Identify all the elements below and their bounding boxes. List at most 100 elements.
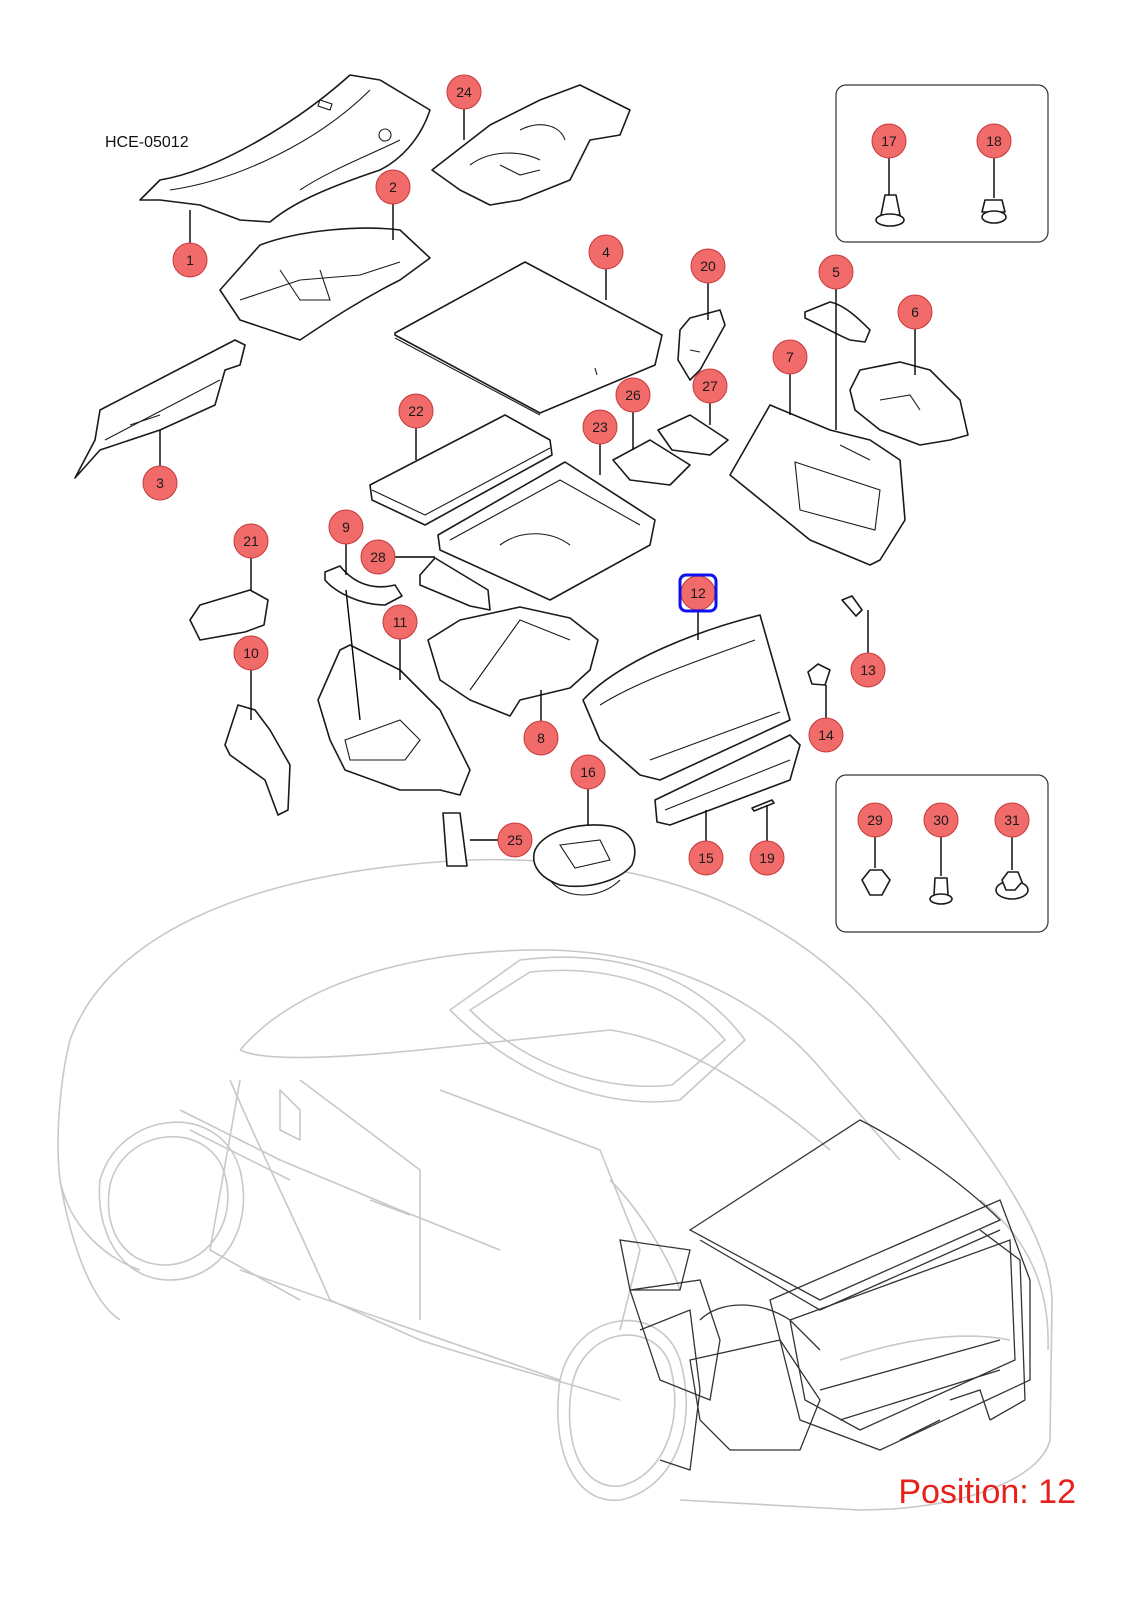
part-28-block — [419, 557, 491, 611]
position-label: Position: 12 — [898, 1473, 1076, 1511]
highlight-marker — [678, 573, 718, 613]
part-12-trunk-lid-trim — [582, 614, 791, 781]
svg-text:17: 17 — [881, 133, 897, 149]
callout-23[interactable]: 23 — [582, 409, 618, 445]
callout-30[interactable]: 30 — [923, 802, 959, 838]
part-23-tray — [437, 461, 656, 601]
part-21-bracket — [189, 589, 269, 641]
callout-25[interactable]: 25 — [497, 822, 533, 858]
svg-text:11: 11 — [393, 614, 408, 630]
fastener-17-icon — [875, 155, 905, 227]
part-13-clip — [841, 595, 863, 617]
part-5-trim-strip — [804, 301, 871, 343]
callout-2[interactable]: 2 — [375, 169, 411, 205]
part-8-mat — [427, 606, 599, 717]
callout-8[interactable]: 8 — [523, 720, 559, 756]
part-10-bracket — [224, 704, 291, 816]
part-16-spare-tire-tray — [533, 824, 636, 896]
diagram-code: HCE-05012 — [105, 134, 189, 151]
part-26-spacer — [612, 439, 691, 486]
svg-text:27: 27 — [702, 378, 718, 394]
svg-text:14: 14 — [818, 727, 834, 743]
svg-text:13: 13 — [860, 662, 876, 678]
callout-28[interactable]: 28 — [360, 539, 396, 575]
svg-text:25: 25 — [507, 832, 523, 848]
callout-19[interactable]: 19 — [749, 840, 785, 876]
fastener-18-icon — [981, 155, 1007, 224]
callout-6[interactable]: 6 — [897, 294, 933, 330]
callout-31[interactable]: 31 — [994, 802, 1030, 838]
svg-text:5: 5 — [832, 264, 840, 280]
svg-text:10: 10 — [243, 645, 259, 661]
svg-text:30: 30 — [933, 812, 949, 828]
svg-text:12: 12 — [690, 585, 706, 601]
callout-3[interactable]: 3 — [142, 465, 178, 501]
part-22-cover-board — [369, 414, 553, 526]
callout-14[interactable]: 14 — [808, 717, 844, 753]
svg-text:16: 16 — [580, 764, 596, 780]
part-27-spacer — [657, 414, 729, 456]
hardware-box-bottom — [835, 774, 1049, 933]
callout-26[interactable]: 26 — [615, 377, 651, 413]
callout-10[interactable]: 10 — [233, 635, 269, 671]
svg-text:26: 26 — [625, 387, 641, 403]
part-24-trim-board — [431, 84, 631, 206]
part-14-bumper — [807, 663, 831, 686]
callout-1[interactable]: 1 — [172, 242, 208, 278]
svg-text:9: 9 — [342, 519, 350, 535]
svg-text:18: 18 — [986, 133, 1002, 149]
callout-13[interactable]: 13 — [850, 652, 886, 688]
part-1-package-tray — [139, 74, 431, 223]
part-15-sill-trim — [654, 734, 801, 826]
callout-9[interactable]: 9 — [328, 509, 364, 545]
svg-text:2: 2 — [389, 179, 397, 195]
callout-11[interactable]: 11 — [382, 604, 418, 640]
callout-12[interactable]: 12 — [680, 575, 716, 611]
part-19-strip — [751, 799, 775, 812]
hardware-box-top — [835, 84, 1049, 243]
callout-16[interactable]: 16 — [570, 754, 606, 790]
callout-27[interactable]: 27 — [692, 368, 728, 404]
callout-21[interactable]: 21 — [233, 523, 269, 559]
svg-text:22: 22 — [408, 403, 424, 419]
svg-text:29: 29 — [867, 812, 883, 828]
svg-text:19: 19 — [759, 850, 775, 866]
callout-20[interactable]: 20 — [690, 248, 726, 284]
part-6-side-cover — [849, 361, 969, 446]
trunk-interior-detail — [619, 1119, 1031, 1471]
svg-text:24: 24 — [456, 84, 472, 100]
part-25-pad — [442, 812, 468, 867]
callout-5[interactable]: 5 — [818, 254, 854, 290]
svg-text:3: 3 — [156, 475, 164, 491]
part-20-bracket — [677, 309, 726, 381]
part-7-side-trim — [729, 404, 906, 566]
car-outline — [57, 858, 1053, 1511]
callout-18[interactable]: 18 — [976, 123, 1012, 159]
callout-22[interactable]: 22 — [398, 393, 434, 429]
svg-text:23: 23 — [592, 419, 608, 435]
callout-7[interactable]: 7 — [772, 339, 808, 375]
svg-text:4: 4 — [602, 244, 610, 260]
leader-lines — [159, 105, 916, 845]
fastener-31-icon — [995, 835, 1029, 900]
callouts: 1 2 3 4 5 6 7 8 9 10 11 12 13 14 15 16 1… — [142, 74, 1030, 876]
callout-17[interactable]: 17 — [871, 123, 907, 159]
fastener-30-icon — [929, 835, 953, 905]
svg-text:6: 6 — [911, 304, 919, 320]
svg-text:21: 21 — [243, 533, 259, 549]
callout-4[interactable]: 4 — [588, 234, 624, 270]
callout-24[interactable]: 24 — [446, 74, 482, 110]
svg-text:1: 1 — [186, 252, 194, 268]
svg-text:15: 15 — [698, 850, 714, 866]
callout-15[interactable]: 15 — [688, 840, 724, 876]
callout-29[interactable]: 29 — [857, 802, 893, 838]
svg-text:28: 28 — [370, 549, 386, 565]
svg-text:20: 20 — [700, 258, 716, 274]
part-9-trim-strip — [324, 565, 403, 606]
part-2-tray-trim — [219, 227, 431, 341]
part-3-side-panel — [74, 339, 246, 479]
svg-text:7: 7 — [786, 349, 794, 365]
svg-text:31: 31 — [1004, 812, 1020, 828]
svg-text:8: 8 — [537, 730, 545, 746]
